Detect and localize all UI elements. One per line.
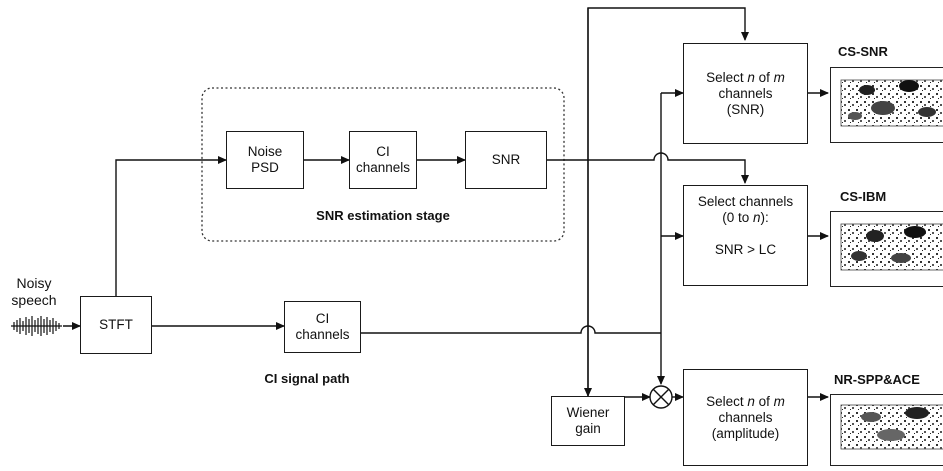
- select-channels-ibm-block: Select channels (0 to n): SNR > LC: [683, 185, 808, 286]
- select-n-of-m-amp-line1: Select n of m: [706, 393, 785, 409]
- ci-signal-path-caption: CI signal path: [264, 371, 350, 386]
- snr-lc-condition: SNR > LC: [714, 242, 777, 257]
- snr-stage-container: [201, 87, 565, 242]
- select-n-of-m-snr-block: Select n of m channels (SNR): [683, 43, 808, 144]
- nr-spp-ace-title: NR-SPP&ACE: [834, 372, 920, 387]
- select-n-of-m-snr-line1: Select n of m: [706, 69, 785, 85]
- noisy-speech-label: Noisy speech: [11, 275, 57, 308]
- ci-channels-block-signal: CI channels: [284, 301, 361, 353]
- select-n-of-m-snr-line2: channels: [718, 85, 773, 101]
- select-n-of-m-snr-line3: (SNR): [726, 101, 765, 117]
- nr-spp-ace-spectrogram: [830, 394, 943, 466]
- select-channels-line1: Select channels: [697, 194, 794, 209]
- noise-psd-block: Noise PSD: [226, 131, 304, 189]
- select-channels-line2: (0 to n):: [722, 210, 769, 225]
- stft-block: STFT: [80, 296, 152, 354]
- wiener-gain-block: Wiener gain: [551, 396, 625, 446]
- cs-ibm-title: CS-IBM: [840, 189, 887, 204]
- snr-stage-caption: SNR estimation stage: [316, 208, 450, 223]
- cs-snr-title: CS-SNR: [838, 44, 888, 59]
- speech-waveform-icon: [11, 316, 62, 336]
- multiplier-icon: [649, 385, 673, 409]
- select-n-of-m-amp-line3: (amplitude): [711, 425, 780, 441]
- snr-block: SNR: [465, 131, 547, 189]
- cs-ibm-spectrogram: [830, 211, 943, 287]
- select-n-of-m-amp-line2: channels: [718, 409, 773, 425]
- ci-channels-block-snr: CI channels: [349, 131, 417, 189]
- select-n-of-m-amplitude-block: Select n of m channels (amplitude): [683, 369, 808, 466]
- cs-snr-spectrogram: [830, 67, 943, 143]
